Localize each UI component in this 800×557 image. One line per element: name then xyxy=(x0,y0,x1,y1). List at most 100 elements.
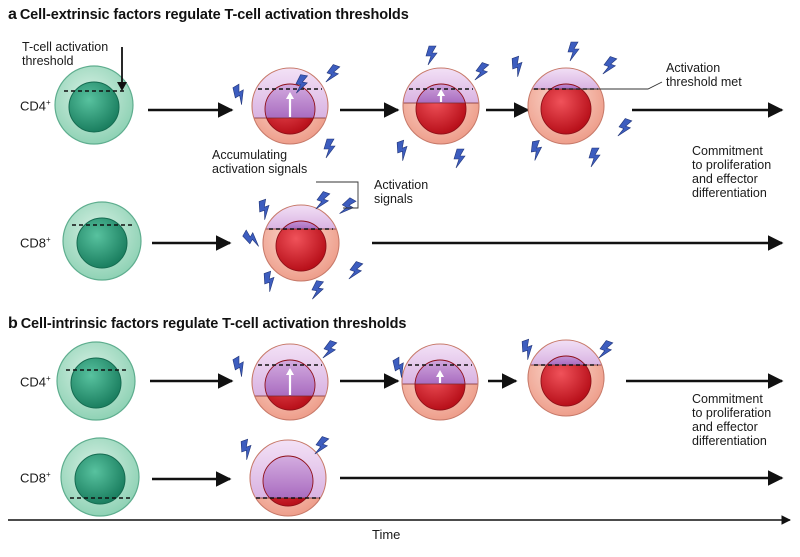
nucleus-outline xyxy=(414,359,466,411)
signal-rise-arrowhead xyxy=(436,370,444,377)
commitment-line: to proliferation xyxy=(692,406,772,420)
cd8-text: CD8 xyxy=(20,235,47,251)
cd4-text: CD4 xyxy=(20,374,47,390)
commitment-line: Commitment xyxy=(692,392,763,406)
panel-a-cd8-label: CD8+ xyxy=(20,235,51,250)
lightning-bolt-icon xyxy=(325,64,341,83)
cell-outline xyxy=(527,67,605,145)
lightning-bolt-icon xyxy=(453,148,466,169)
naive-t-cell xyxy=(62,201,142,281)
cell-outline xyxy=(262,204,340,282)
panel-b-title-text: Cell-intrinsic factors regulate T-cell a… xyxy=(20,316,407,332)
panel-b-cd4-label: CD4+ xyxy=(20,374,51,389)
cell-nucleus xyxy=(70,357,122,409)
lightning-bolt-icon xyxy=(474,62,490,81)
lightning-bolt-icon xyxy=(314,436,330,455)
lightning-bolt-icon xyxy=(339,197,357,214)
accumulating-label: Accumulating activation signals xyxy=(212,148,307,176)
accumulating-label-line: Accumulating xyxy=(212,148,288,162)
nucleus-outline xyxy=(415,83,467,135)
nucleus-outline xyxy=(262,455,314,507)
activating-t-cell xyxy=(262,204,340,282)
lightning-bolt-icon xyxy=(311,280,325,300)
lightning-bolt-icon xyxy=(511,55,523,77)
cell-outline xyxy=(401,343,479,421)
nucleus-outline xyxy=(275,220,327,272)
lightning-bolt-icon xyxy=(232,355,244,377)
panel-a-title-text: Cell-extrinsic factors regulate T-cell a… xyxy=(19,7,409,23)
lightning-bolt-icon xyxy=(521,338,533,360)
nucleus-signal-region xyxy=(541,84,591,89)
cell-nucleus xyxy=(541,84,591,134)
panel-a-letter: a xyxy=(8,6,17,23)
lightning-bolt-icon xyxy=(232,83,244,105)
commitment-line: and effector xyxy=(692,172,758,186)
threshold-label-line: threshold xyxy=(22,54,74,68)
cd8-sup: + xyxy=(46,470,51,479)
panel-b-cd8-label: CD8+ xyxy=(20,470,51,485)
panel-b-letter: b xyxy=(8,315,18,332)
lightning-bolt-icon xyxy=(242,229,259,247)
cell-nucleus xyxy=(68,81,120,133)
threshold-met-line: threshold met xyxy=(666,75,742,89)
cell-nucleus xyxy=(276,221,326,271)
activating-t-cell xyxy=(527,67,605,145)
commitment-line: and effector xyxy=(692,420,758,434)
cell-outline xyxy=(251,67,329,145)
threshold-label-line: T-cell activation xyxy=(22,40,109,54)
naive-t-cell xyxy=(56,341,136,421)
nucleus-outline xyxy=(264,83,316,135)
threshold-met-label: Activation threshold met xyxy=(666,61,742,89)
signal-rise-arrowhead xyxy=(437,89,445,96)
cell-nucleus xyxy=(76,217,128,269)
cd8-sup: + xyxy=(46,235,51,244)
cell-nucleus xyxy=(74,453,126,505)
naive-t-cell xyxy=(54,65,134,145)
panel-b-commitment-label: Commitment to proliferation and effector… xyxy=(692,392,771,448)
commitment-line: differentiation xyxy=(692,434,767,448)
lightning-bolt-icon xyxy=(348,261,364,280)
lightning-bolt-icon xyxy=(598,340,614,359)
activation-signals-line: Activation xyxy=(374,178,429,192)
nucleus-signal-region xyxy=(541,356,591,365)
activating-t-cell xyxy=(251,343,329,421)
cell-outline xyxy=(249,439,327,517)
signal-rise-arrowhead xyxy=(286,92,294,99)
naive-t-cell xyxy=(60,437,140,517)
panel-a-cd4-label: CD4+ xyxy=(20,98,51,113)
threshold-met-line: Activation xyxy=(666,61,721,75)
lightning-bolt-icon xyxy=(567,41,580,62)
activating-t-cell xyxy=(249,439,327,517)
cd4-sup: + xyxy=(46,374,51,383)
cell-nucleus xyxy=(541,356,591,406)
lightning-bolt-icon xyxy=(425,45,438,66)
nucleus-outline xyxy=(264,359,316,411)
cd8-text: CD8 xyxy=(20,470,47,486)
activating-t-cell xyxy=(251,67,329,145)
cell-outline xyxy=(251,343,329,421)
lightning-bolt-icon xyxy=(530,140,543,161)
lightning-bolt-icon xyxy=(392,356,404,378)
accumulating-label-line: activation signals xyxy=(212,162,308,176)
cd4-text: CD4 xyxy=(20,98,47,114)
lightning-bolt-icon xyxy=(396,139,408,161)
activating-t-cell xyxy=(402,67,480,145)
lightning-bolt-icon xyxy=(322,340,338,359)
commitment-line: differentiation xyxy=(692,186,767,200)
signal-rise-arrowhead xyxy=(286,368,294,375)
lightning-bolt-icon xyxy=(617,118,633,137)
cell-outline xyxy=(402,67,480,145)
nucleus-outline xyxy=(540,355,592,407)
nucleus-outline xyxy=(540,83,592,135)
threshold-label: T-cell activation threshold xyxy=(22,40,108,68)
threshold-pointer-head xyxy=(117,82,127,91)
activation-signals-label: Activation signals xyxy=(374,178,428,206)
lightning-bolt-icon xyxy=(315,191,331,210)
activating-t-cell xyxy=(401,343,479,421)
lightning-bolt-icon xyxy=(323,138,336,159)
lightning-bolt-icon xyxy=(602,56,618,75)
